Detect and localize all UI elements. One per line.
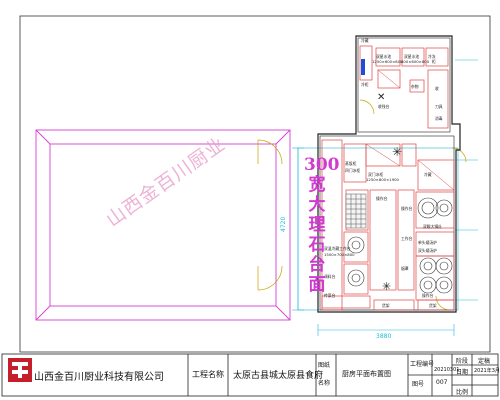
sheet-label: 图号 <box>412 381 425 388</box>
stage-label: 阶段 <box>456 358 469 365</box>
sheet-no: 007 <box>436 379 448 386</box>
label: 冷柜 <box>361 82 369 87</box>
label: 蒸饭柜 <box>345 161 357 166</box>
grill-grate <box>345 193 367 229</box>
project-no: 20210301 <box>434 367 460 373</box>
cold-storage-marker <box>361 59 365 75</box>
height-dimension: 4720 <box>280 217 287 232</box>
project-no-label: 工程编号 <box>410 361 435 368</box>
label: 消毒 <box>435 116 443 121</box>
label: 1500×700×800 <box>324 252 355 257</box>
dining-corridor <box>35 129 291 321</box>
label: 冷冻 <box>428 54 436 59</box>
company-name: 山西金百川厨业科技有限公司 <box>34 372 164 383</box>
sprinkler-icon: ✳ <box>382 280 391 293</box>
label: 货架 <box>429 303 437 308</box>
name-label: 名称 <box>318 380 331 387</box>
company-logo <box>8 358 32 382</box>
sink-marks <box>365 69 455 191</box>
drawing-name: 厨房平面布置图 <box>342 370 391 378</box>
back-room <box>359 45 449 129</box>
label: 操作台 <box>376 196 388 201</box>
label: 工作台 <box>401 236 413 241</box>
label: 烟罩 <box>401 266 409 271</box>
date-label: 日期 <box>456 369 469 376</box>
label: 冷藏 <box>361 38 369 43</box>
sprinkler-icon: ✳ <box>392 145 402 159</box>
label: 操作台 <box>422 293 434 298</box>
label: 双星水池 <box>404 54 419 59</box>
label: 单头矮汤炉 <box>418 240 437 245</box>
project-name: 太原古县城太原县食府 <box>233 371 324 381</box>
door-swings <box>257 99 467 311</box>
label: 操作台 <box>401 206 413 211</box>
label: 收残台 <box>378 104 390 109</box>
label: 刀具 <box>435 104 443 109</box>
drawing-frame <box>19 15 491 353</box>
label: 双眼大锅灶 <box>423 224 442 229</box>
label: 冷藏 <box>424 172 432 177</box>
stove-burners <box>347 197 453 294</box>
stage-value: 定稿 <box>478 358 491 365</box>
label: 柜 <box>432 59 436 64</box>
label: 收 <box>435 86 439 91</box>
label: 调料台 <box>324 274 336 279</box>
label: 600×600×800 <box>401 59 430 64</box>
counter-note: 300宽大理石台面 <box>304 155 340 295</box>
title-block-grid <box>1 353 499 397</box>
scale-label: 比例 <box>456 389 469 396</box>
label: 1250×600×800 <box>372 59 403 64</box>
label: 四门冰柜 <box>345 168 360 173</box>
label: 双头矮汤炉 <box>418 248 437 253</box>
kitchen-equipment <box>321 139 455 311</box>
label: 双温冷藏工作台 <box>324 246 351 251</box>
title-block: 山西金百川厨业科技有限公司 工程名称 太原古县城太原县食府 图纸 名称 厨房平面… <box>0 350 500 400</box>
label: 杂物 <box>411 84 419 89</box>
drawing-label: 图纸 <box>318 362 331 369</box>
date-value: 2021年3月 <box>474 368 500 374</box>
label: 货架 <box>382 303 390 308</box>
project-label: 工程名称 <box>192 370 224 379</box>
equipment-labels: 冷藏 冷柜 双星水池 1250×600×800 双星水池 600×600×800… <box>324 38 443 308</box>
label: 双门冰柜 <box>368 172 383 177</box>
width-dimension: 3880 <box>376 333 391 340</box>
label: 1250×800×1900 <box>366 177 400 182</box>
label: 双星水池 <box>376 54 391 59</box>
drain-icon: ✕ <box>377 92 385 103</box>
label: 传菜台 <box>324 293 336 298</box>
